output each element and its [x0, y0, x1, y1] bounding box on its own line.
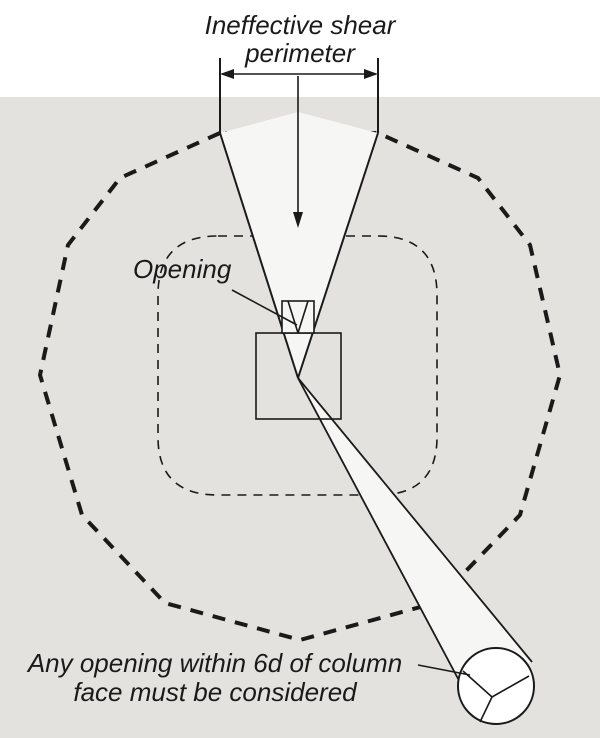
title-line-1: Ineffective shear — [205, 10, 397, 40]
opening-label: Opening — [133, 254, 232, 284]
distant-sector-edge-1 — [297, 377, 464, 689]
opening-sector-line-1 — [287, 300, 299, 334]
pointer-arrow-head — [293, 212, 303, 228]
dimension-arrow-right — [364, 69, 378, 79]
note-line-1: Any opening within 6d of column — [26, 648, 402, 678]
distant-circular-opening — [457, 647, 535, 725]
opening-sector-line-2 — [297, 300, 309, 334]
circle-sector-line-2 — [491, 675, 530, 698]
note-line-2: face must be considered — [73, 677, 358, 707]
sector-right-edge — [297, 132, 379, 379]
title-line-2: perimeter — [244, 38, 356, 68]
distant-opening-sector — [298, 378, 532, 688]
circle-sector-line-3 — [479, 696, 493, 723]
distant-sector-edge-2 — [297, 377, 533, 663]
opening-leader-line — [231, 289, 298, 326]
dimension-arrow-left — [220, 69, 234, 79]
critical-shear-perimeter — [37, 131, 563, 643]
note-leader-line — [417, 664, 471, 676]
ineffective-sector — [220, 112, 378, 378]
sector-left-edge — [219, 132, 299, 379]
inner-perimeter — [157, 235, 438, 496]
opening-near-column — [281, 300, 315, 334]
